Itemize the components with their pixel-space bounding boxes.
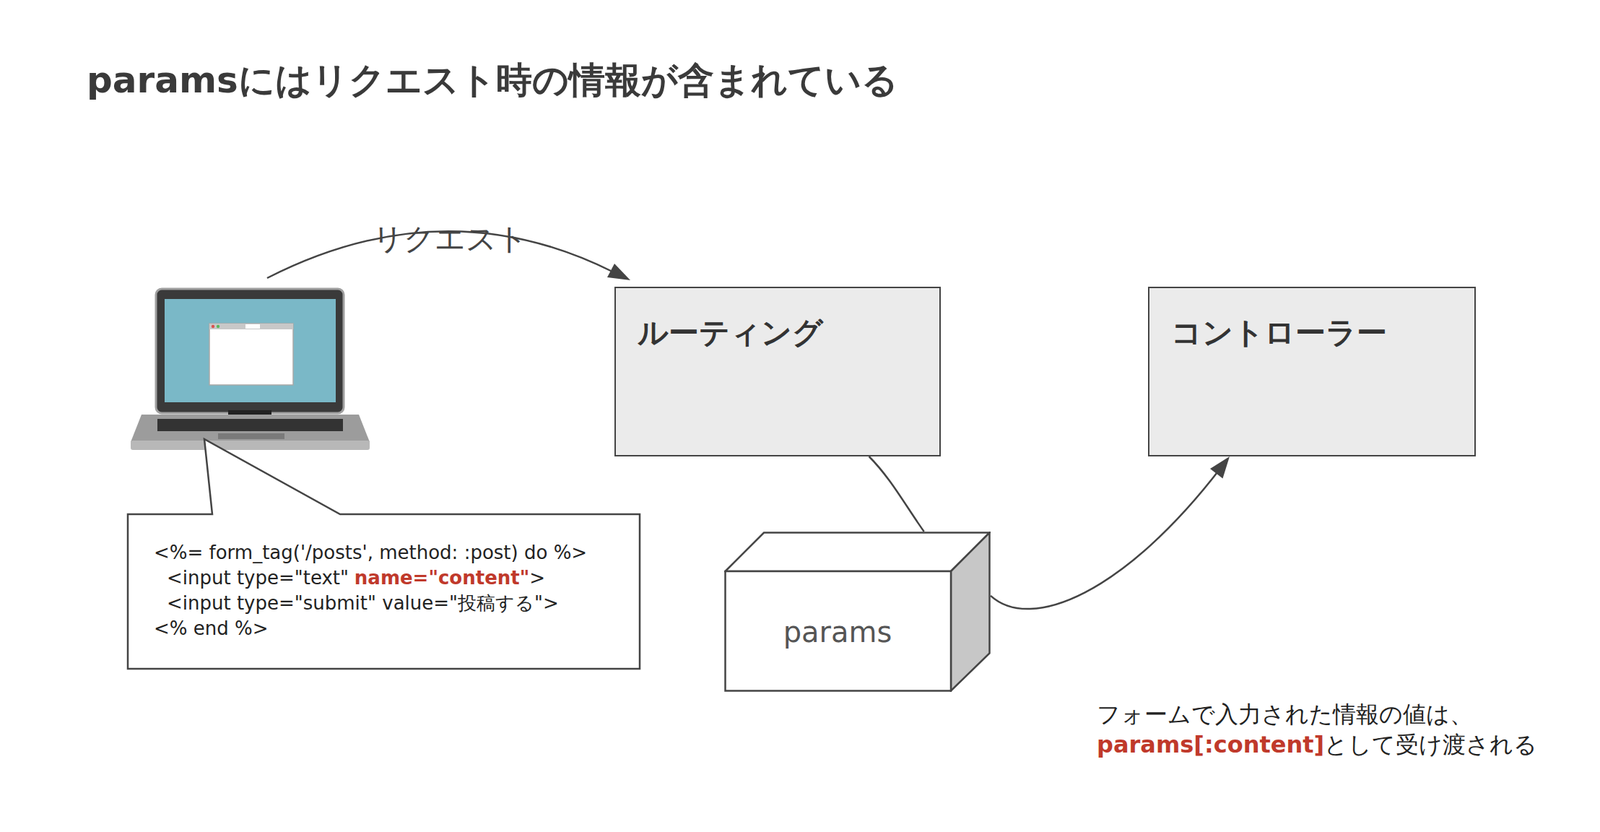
code-callout: <%= form_tag('/posts', method: :post) do… xyxy=(127,514,640,669)
browser-window xyxy=(209,323,294,385)
connector xyxy=(990,456,1230,609)
code-line: <input type="submit" value="投稿する"> xyxy=(153,590,614,616)
code-line: <input type="text"name="content"> xyxy=(153,565,614,591)
code-text: <input type="submit" value="投稿する"> xyxy=(166,592,559,614)
laptop-edge xyxy=(130,440,370,450)
connector xyxy=(869,456,925,532)
diagram-title: paramsにはリクエスト時の情報が含まれている xyxy=(86,56,1600,105)
laptop-trackpad xyxy=(218,433,285,439)
code-text: <input type="text" xyxy=(166,566,349,589)
box-heading: コントローラー xyxy=(1171,312,1388,354)
cube-outline xyxy=(724,531,991,692)
laptop-illustration xyxy=(130,288,370,450)
arrow-head xyxy=(1210,456,1230,478)
note-text: として受け渡される xyxy=(1324,730,1538,759)
browser-titlebar xyxy=(209,323,294,330)
process-box: コントローラー xyxy=(1148,286,1476,457)
cube-top xyxy=(725,532,990,572)
code-text: <% end %> xyxy=(153,617,269,639)
code-line: <%= form_tag('/posts', method: :post) do… xyxy=(153,540,614,566)
code-text: > xyxy=(529,566,546,589)
laptop-keyboard xyxy=(157,418,343,432)
cube-label: params xyxy=(783,615,893,649)
param-key: params[:content] xyxy=(1096,730,1325,759)
laptop-base xyxy=(130,414,370,442)
callout-outline xyxy=(127,514,640,669)
window-dot xyxy=(211,324,215,328)
browser-tab xyxy=(245,324,260,329)
arrow-head xyxy=(607,263,631,281)
laptop-bezel xyxy=(155,288,344,413)
arrow-label: リクエスト xyxy=(372,218,1600,260)
connector-line xyxy=(990,467,1221,609)
note-text: フォームで入力された情報の値は、 xyxy=(1096,700,1473,728)
cube-front xyxy=(725,571,952,691)
params-cube: params xyxy=(724,531,991,692)
process-box: ルーティング xyxy=(614,286,941,457)
cube-side xyxy=(950,532,990,691)
note-line: フォームで入力された情報の値は、 xyxy=(1096,698,1600,730)
note-line: params[:content]として受け渡される xyxy=(1096,729,1600,760)
note-text: フォームで入力された情報の値は、params[:content]として受け渡され… xyxy=(1096,698,1600,760)
box-heading: ルーティング xyxy=(637,312,824,354)
code-highlight: name="content" xyxy=(354,566,530,589)
callout-shape xyxy=(127,438,640,669)
code-text: <%= form_tag('/posts', method: :post) do… xyxy=(153,541,588,564)
laptop-screen xyxy=(164,298,336,403)
window-dot xyxy=(216,324,220,328)
code-line: <% end %> xyxy=(153,615,614,642)
connector-line xyxy=(869,456,925,532)
laptop-hinge xyxy=(228,410,272,415)
cube-face: params xyxy=(724,571,951,692)
